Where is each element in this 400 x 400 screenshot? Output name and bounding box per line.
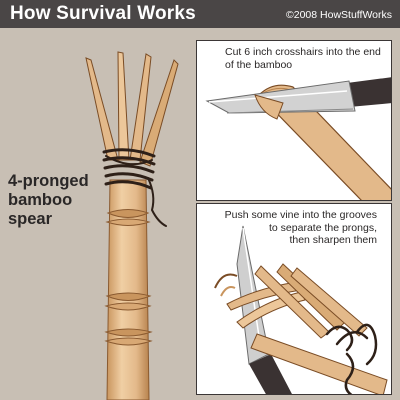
- sharpen-caption: Push some vine into the grooves to separ…: [225, 209, 377, 247]
- knife-handle: [347, 77, 391, 107]
- cut-illustration: [205, 77, 391, 200]
- spear-label: 4-pronged bamboo spear: [8, 172, 108, 229]
- knife-handle: [249, 354, 292, 394]
- step-panel-cut: Cut 6 inch crosshairs into the end of th…: [196, 40, 392, 201]
- spear-label-line: bamboo: [8, 191, 73, 209]
- header-title: How Survival Works: [10, 3, 196, 24]
- wood-shaving: [214, 273, 238, 289]
- spear-prongs: [85, 51, 179, 167]
- caption-line: Cut 6 inch crosshairs into the end: [225, 46, 381, 58]
- caption-line: then sharpen them: [289, 234, 377, 246]
- caption-line: Push some vine into the grooves: [224, 209, 377, 221]
- spear-label-line: spear: [8, 210, 53, 228]
- copyright-notice: ©2008 HowStuffWorks: [286, 9, 392, 21]
- sharpen-illustration: [214, 225, 388, 394]
- bamboo-end: [258, 84, 391, 200]
- step-panel-sharpen: Push some vine into the grooves to separ…: [196, 203, 392, 395]
- vine-wrap: [102, 148, 167, 227]
- spear-label-line: 4-pronged: [8, 172, 89, 190]
- caption-line: to separate the prongs,: [269, 221, 377, 234]
- cut-caption: Cut 6 inch crosshairs into the end of th…: [225, 46, 381, 71]
- split-prongs: [226, 263, 388, 394]
- caption-line: of the bamboo: [225, 58, 293, 71]
- header-bar: How Survival Works ©2008 HowStuffWorks: [0, 0, 400, 28]
- bamboo-shaft: [106, 179, 150, 400]
- vine-wrap: [325, 323, 378, 394]
- bamboo-nodes: [104, 209, 153, 346]
